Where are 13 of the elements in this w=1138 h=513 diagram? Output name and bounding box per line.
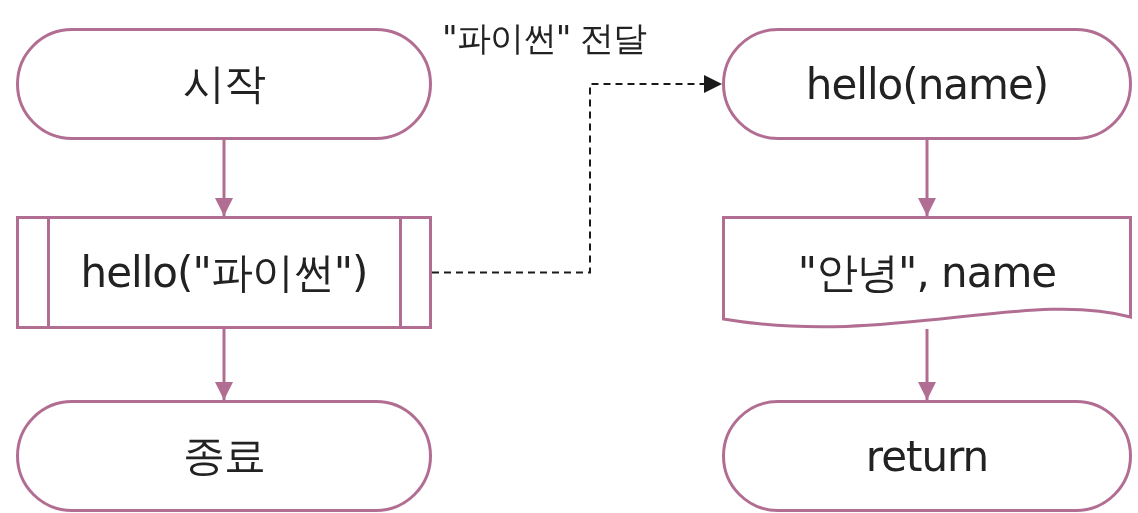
- arrow: [215, 329, 233, 400]
- node-text: "안녕", name: [797, 246, 1057, 299]
- node-text: return: [865, 431, 989, 481]
- subroutine-box: [16, 216, 432, 329]
- arrow: [215, 140, 233, 216]
- node-text: hello(name): [805, 59, 1049, 109]
- arrow: [431, 75, 723, 274]
- arrow: [918, 329, 936, 400]
- node-text: hello("파이썬"): [80, 246, 368, 299]
- arrow: [918, 140, 936, 216]
- document-shape: [722, 216, 1132, 329]
- node-text: 종료: [183, 430, 265, 482]
- node-text: 시작: [183, 58, 265, 110]
